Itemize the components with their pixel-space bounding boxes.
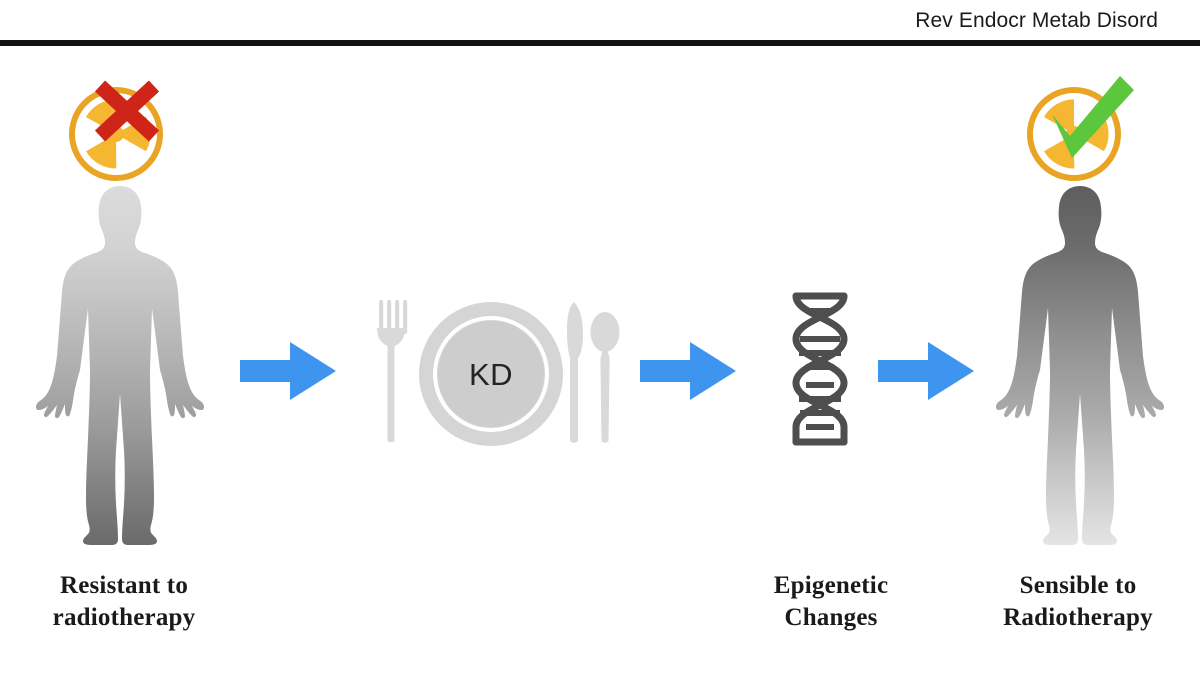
spoon-icon	[590, 312, 620, 443]
caption-sensible-line2: Radiotherapy	[1003, 604, 1153, 631]
caption-epigenetic: Epigenetic Changes	[726, 570, 936, 634]
ketogenic-diet-plate: KD	[362, 286, 622, 486]
plate-inner	[438, 321, 544, 427]
caption-epigenetic-line2: Changes	[784, 604, 878, 631]
header-rule	[0, 40, 1200, 46]
flow-arrow-3	[878, 340, 974, 402]
caption-resistant: Resistant to radiotherapy	[8, 570, 240, 634]
caption-sensible: Sensible to Radiotherapy	[958, 570, 1198, 634]
knife-icon	[567, 302, 583, 443]
human-silhouette-sensible	[990, 180, 1170, 552]
plate-rim-ring	[433, 316, 549, 432]
radiation-yes-icon	[1024, 74, 1134, 182]
flow-arrow-2	[640, 340, 736, 402]
journal-title: Rev Endocr Metab Disord	[915, 8, 1158, 32]
human-silhouette-resistant	[30, 180, 210, 552]
radiation-no-icon	[62, 74, 170, 182]
journal-running-head: Rev Endocr Metab Disord	[0, 0, 1200, 41]
caption-sensible-line1: Sensible to	[1019, 572, 1137, 599]
flow-arrow-1	[240, 340, 336, 402]
dna-helix-icon	[776, 289, 864, 449]
caption-resistant-line1: Resistant to	[59, 572, 189, 599]
fork-icon	[377, 300, 408, 443]
kd-label: KD	[469, 357, 513, 392]
caption-epigenetic-line1: Epigenetic	[773, 572, 889, 599]
caption-resistant-line2: radiotherapy	[52, 604, 196, 631]
figure-canvas: KD	[0, 46, 1200, 693]
